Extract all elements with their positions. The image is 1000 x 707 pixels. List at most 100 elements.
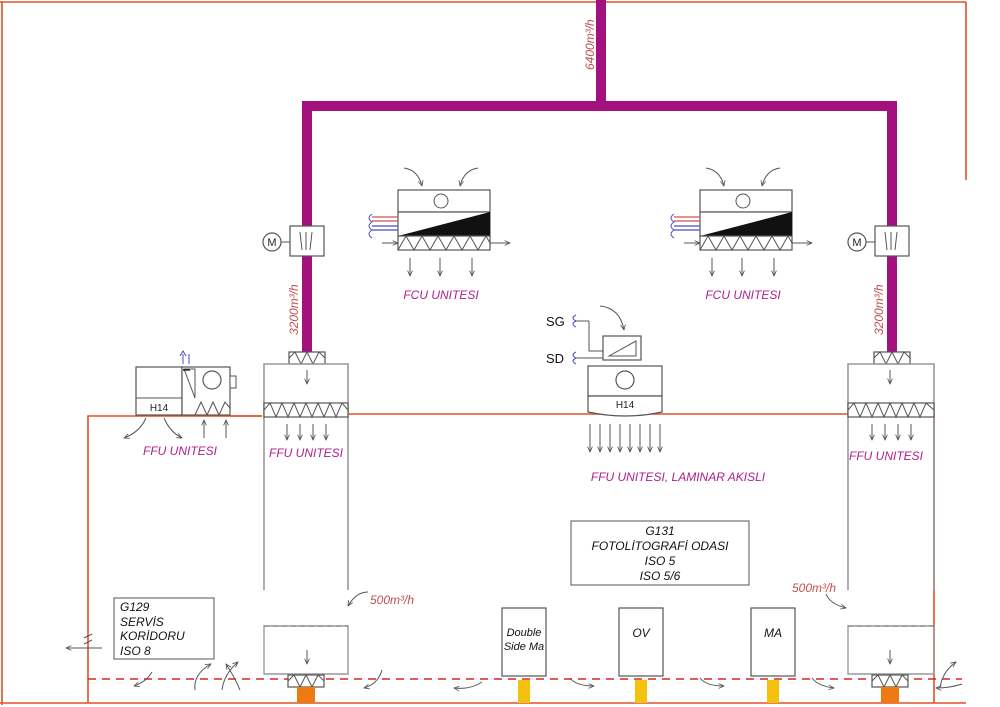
room-name: FOTOLİTOGRAFİ ODASI	[592, 539, 730, 553]
equipment-pedestal	[518, 680, 530, 703]
laminar-filter	[587, 395, 663, 417]
left-return-arrow	[348, 591, 369, 606]
return-flow-arrow	[134, 671, 153, 686]
filter-zigzag	[397, 234, 491, 252]
equipment-label-line1: Double	[507, 627, 542, 639]
left-motorized-damper[interactable]: M	[262, 225, 325, 257]
damper-box	[874, 225, 910, 257]
exhaust-pedestal	[881, 687, 899, 703]
plenum-shell	[847, 363, 935, 590]
return-grille-box	[263, 625, 349, 675]
damper-wedge	[607, 340, 637, 357]
room-code: G129	[120, 600, 150, 614]
inlet-arrow	[403, 167, 422, 186]
return-flow-arrow	[226, 664, 241, 691]
heating-pipe	[372, 216, 398, 222]
floor-connector	[287, 674, 325, 688]
return-flow-arrow	[454, 681, 483, 688]
fan-icon	[202, 370, 222, 390]
room-name-line2: KORİDORU	[120, 629, 185, 643]
inlet-arrow	[762, 167, 781, 186]
ffu-corridor-unit[interactable]: H14	[124, 350, 237, 438]
room-name-line1: SERVİS	[120, 615, 164, 629]
filter-zigzag	[847, 401, 935, 419]
sg-label: SG	[546, 314, 565, 329]
unit-side-port	[229, 375, 237, 389]
ffu-corridor-label: FFU UNITESI	[143, 444, 218, 458]
room-iso: ISO 8	[120, 644, 151, 658]
room-label-box	[570, 520, 750, 586]
corridor-wall	[87, 415, 262, 703]
room-label-g131: G131 FOTOLİTOGRAFİ ODASI ISO 5 ISO 5/6	[570, 520, 750, 586]
connector-zigzag	[871, 673, 909, 689]
equipment-double-side[interactable]: Double Side Ma	[501, 607, 547, 703]
damper-box	[289, 225, 325, 257]
pipe-curl	[368, 213, 373, 239]
right-branch-flow-label: 3200m³/h	[872, 284, 886, 335]
return-flow-arrow	[936, 683, 963, 688]
fcu-left-label: FCU UNITESI	[403, 288, 479, 302]
room-iso-secondary: ISO 5/6	[640, 569, 681, 583]
motor-icon	[262, 232, 282, 252]
return-flow-arrow	[699, 677, 724, 686]
inlet-arrow	[460, 167, 479, 186]
h14-label: H14	[150, 403, 169, 414]
equipment-label: MA	[764, 626, 782, 640]
main-flow-label: 6400m³/h	[583, 19, 597, 70]
damper-wedge	[183, 368, 196, 399]
ffu-right-column[interactable]	[847, 350, 935, 703]
ffu-right-label: FFU UNITESI	[849, 449, 924, 463]
ffu-laminar-label: FFU UNITESI, LAMINAR AKISLI	[591, 470, 766, 484]
return-grille-box	[847, 625, 935, 675]
equipment-box	[618, 607, 664, 677]
motor-label: M	[852, 237, 861, 249]
right-return-arrow	[825, 593, 846, 608]
return-flow-arrow	[811, 677, 834, 688]
damper-blade	[299, 231, 303, 251]
room-code: G131	[645, 524, 674, 538]
ffu-left-label: FFU UNITESI	[269, 446, 344, 460]
unit-filter-box	[135, 366, 183, 416]
fcu-filter-section	[397, 235, 491, 251]
fcu-left[interactable]	[368, 167, 510, 276]
right-motorized-damper[interactable]: M	[847, 225, 910, 257]
right-return-flow-label: 500m³/h	[792, 581, 836, 595]
cooling-pipe	[372, 225, 398, 231]
supply-duct	[302, 0, 897, 352]
door-gap-mark	[83, 633, 93, 639]
fan-icon	[735, 193, 751, 209]
room-label-box	[113, 597, 215, 660]
equipment-box	[750, 607, 796, 677]
filter-zigzag	[263, 401, 349, 419]
equipment-pedestal	[767, 680, 779, 703]
exhaust-pedestal	[297, 687, 315, 703]
equipment-pedestal	[635, 680, 647, 703]
plenum-shell	[263, 363, 349, 590]
equipment-ma[interactable]: MA	[750, 607, 796, 703]
pipe-curl	[670, 213, 675, 239]
damper-blade	[309, 231, 313, 251]
equipment-box	[501, 607, 547, 677]
corridor-door-opening	[66, 633, 102, 648]
ffu-left-column[interactable]	[263, 350, 349, 703]
fan-icon	[433, 193, 449, 209]
cooling-pipe	[674, 225, 700, 231]
fan-icon	[615, 370, 635, 390]
fcu-right[interactable]	[670, 167, 812, 276]
return-flow-arrow	[221, 662, 238, 691]
header-duct	[302, 101, 897, 352]
door-gap-mark	[83, 639, 93, 645]
left-return-flow-label: 500m³/h	[370, 593, 414, 607]
fcu-filter-section	[699, 235, 793, 251]
equipment-label: OV	[632, 626, 650, 640]
equipment-ov[interactable]: OV	[618, 607, 664, 703]
motor-label: M	[267, 237, 276, 249]
ffu-laminar-unit[interactable]: H14	[572, 305, 663, 452]
equipment-label-line2: Side Ma	[504, 641, 544, 653]
floor-return-arrows	[134, 662, 963, 691]
cooling-coil	[398, 212, 490, 236]
cooling-coil	[700, 212, 792, 236]
filter-zigzag	[699, 234, 793, 252]
connector-zigzag	[288, 350, 326, 366]
